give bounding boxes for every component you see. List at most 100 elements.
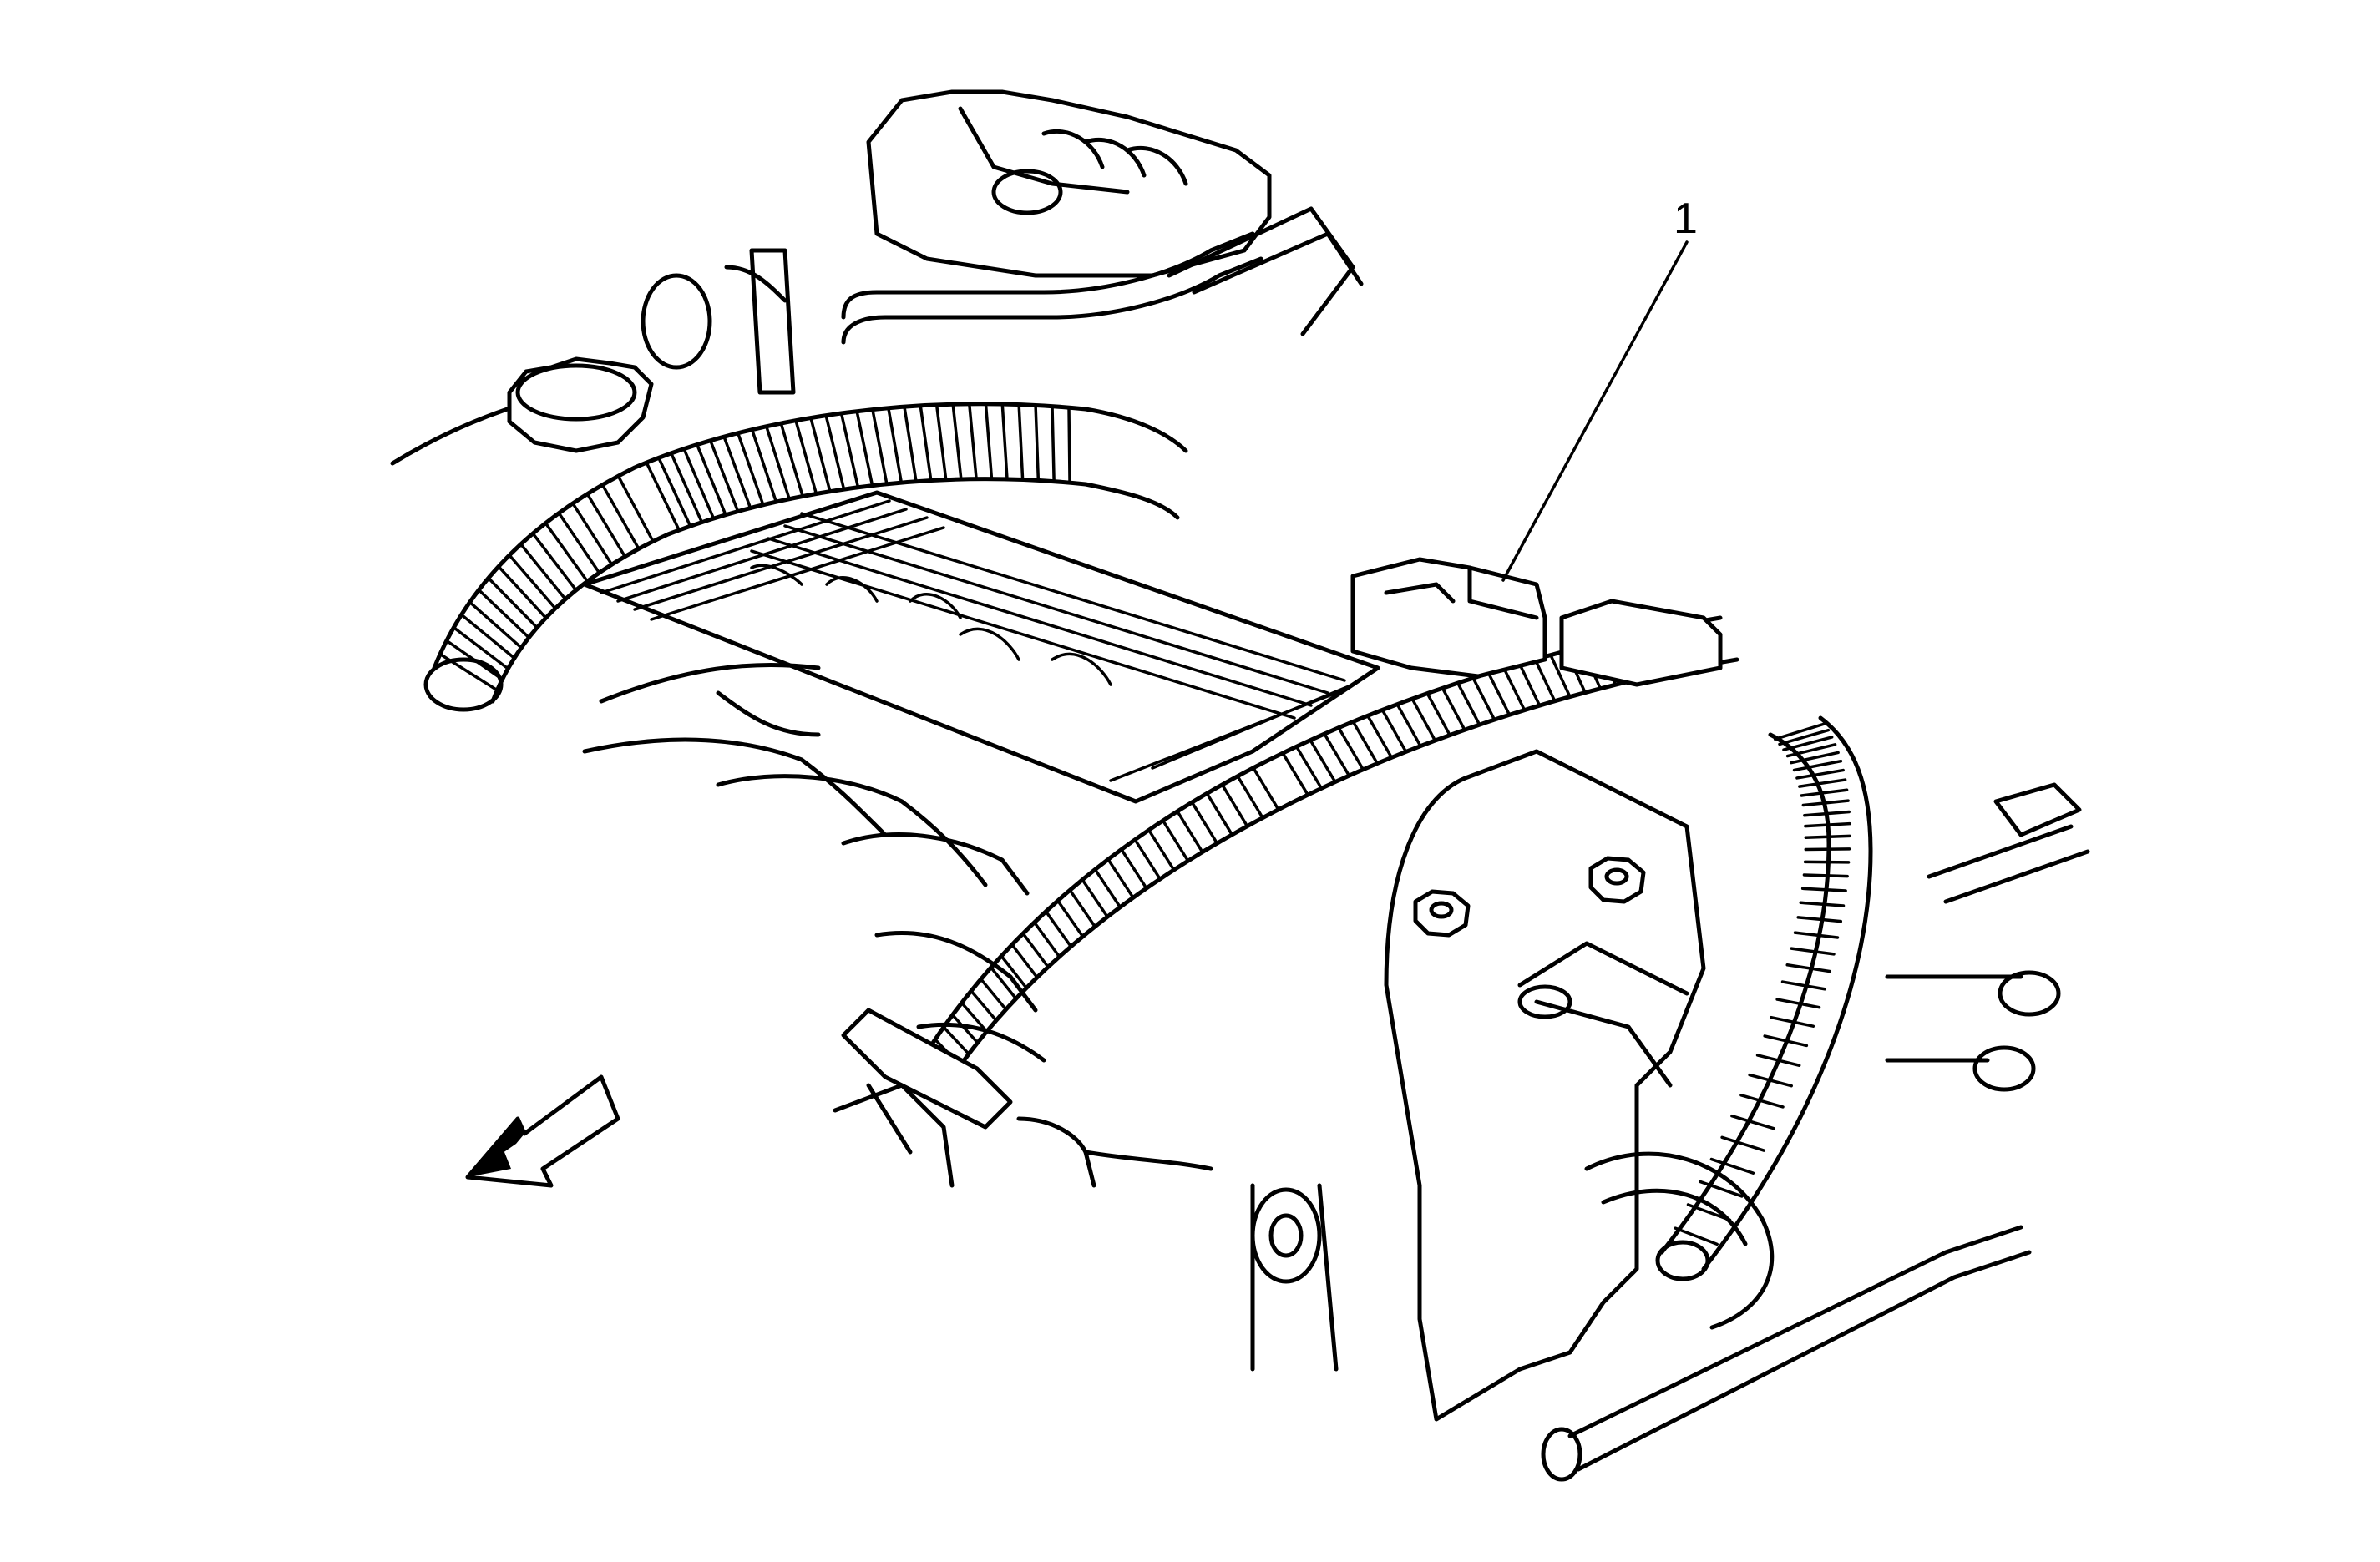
conduit-rib bbox=[1804, 821, 1851, 828]
conduit-rib bbox=[984, 402, 994, 481]
forward-arrow-icon bbox=[465, 1074, 620, 1188]
conduit-rib bbox=[1770, 1015, 1815, 1028]
conduit-rib bbox=[1051, 404, 1056, 483]
conduit-rib bbox=[1792, 759, 1843, 772]
conduit-rib bbox=[903, 405, 918, 483]
conduit-rib bbox=[736, 432, 765, 507]
conduit-rib bbox=[1533, 658, 1557, 703]
conduit-rib bbox=[497, 564, 548, 619]
conduit-rib bbox=[979, 978, 1008, 1011]
conduit-rib bbox=[1790, 947, 1836, 956]
fuel-rail-cover bbox=[582, 490, 1380, 804]
conduit-rib bbox=[1000, 402, 1009, 481]
conduit-ribs-right bbox=[934, 619, 1724, 1067]
conduit-rib bbox=[508, 554, 557, 610]
conduit-rib bbox=[951, 402, 963, 481]
conduit-rib bbox=[1775, 998, 1821, 1009]
conduit-rib bbox=[1067, 406, 1071, 484]
conduit-rib bbox=[682, 447, 716, 520]
conduit-rib bbox=[1021, 932, 1050, 969]
conduit-rib bbox=[1778, 728, 1831, 746]
conduit-rib bbox=[887, 406, 904, 484]
conduit-rib bbox=[1802, 873, 1849, 878]
conduit-rib bbox=[1763, 1034, 1809, 1048]
conduit-rib bbox=[855, 409, 874, 488]
conduit-rib bbox=[1000, 954, 1028, 990]
conduit-rib bbox=[1133, 838, 1162, 881]
conduit-rib bbox=[1068, 888, 1096, 928]
conduit-rib bbox=[1790, 751, 1840, 765]
conduit-rib bbox=[1032, 921, 1061, 958]
conduit-ribs-left bbox=[438, 402, 1071, 692]
oil-filler-cap bbox=[507, 356, 654, 453]
conduit-rib bbox=[960, 1001, 989, 1034]
conduit-rib bbox=[1780, 980, 1826, 991]
conduit-rib bbox=[1796, 916, 1843, 923]
conduit-rib bbox=[750, 427, 778, 503]
conduit-rib bbox=[1730, 1114, 1775, 1130]
conduit-rib bbox=[871, 407, 889, 486]
conduit-rib bbox=[1674, 1226, 1719, 1246]
conduit-rib bbox=[1366, 714, 1394, 760]
conduit-rib bbox=[1799, 901, 1846, 907]
conduit-rib bbox=[519, 543, 567, 601]
conduit-rib bbox=[695, 442, 727, 517]
conduit-rib bbox=[970, 989, 998, 1023]
conduit-rib bbox=[477, 588, 531, 639]
connector-component-1 bbox=[1350, 557, 1547, 679]
conduit-rib bbox=[1147, 828, 1176, 872]
conduit-rib bbox=[1161, 819, 1190, 862]
conduit-rib bbox=[544, 521, 590, 584]
conduit-rib bbox=[1017, 402, 1025, 482]
conduit-rib bbox=[1056, 899, 1085, 938]
conduit-rib bbox=[1309, 738, 1337, 784]
connectors-right bbox=[1541, 599, 2090, 1482]
callout-label-1: 1 bbox=[1674, 195, 1698, 243]
conduit-rib bbox=[1351, 720, 1380, 766]
conduit-ribs-vertical bbox=[1674, 722, 1851, 1246]
conduit-rib bbox=[1410, 697, 1437, 742]
conduit-rib bbox=[1425, 691, 1451, 737]
bolt-right bbox=[1588, 856, 1646, 904]
conduit-rib bbox=[1720, 1135, 1765, 1152]
conduit-rib bbox=[1748, 1073, 1793, 1088]
conduit-rib bbox=[779, 422, 804, 498]
conduit-rib bbox=[571, 502, 614, 566]
conduit-rib bbox=[1252, 766, 1280, 811]
conduit-rib bbox=[1010, 943, 1039, 979]
coolant-pipe-upper bbox=[841, 206, 1364, 345]
conduit-rib bbox=[989, 966, 1018, 1000]
conduit-rib bbox=[1798, 778, 1847, 788]
conduit-rib bbox=[1120, 847, 1148, 890]
conduit-rib bbox=[1176, 810, 1204, 854]
conduit-rib bbox=[1800, 887, 1847, 892]
conduit-rib bbox=[1471, 676, 1496, 721]
conduit-rib bbox=[765, 424, 791, 501]
conduit-rib bbox=[1549, 653, 1572, 699]
conduit-rib bbox=[1739, 1094, 1785, 1109]
conduit-rib bbox=[1081, 878, 1109, 919]
conduit-rib bbox=[1106, 857, 1135, 900]
conduit-rib bbox=[708, 439, 740, 513]
conduit-rib bbox=[1804, 834, 1851, 839]
conduit-rib bbox=[585, 492, 627, 559]
conduit-rib bbox=[1699, 1180, 1744, 1198]
conduit-rib bbox=[452, 625, 510, 670]
conduit-rib bbox=[1323, 732, 1351, 777]
conduit-rib bbox=[445, 639, 504, 681]
callout-1-leader-line bbox=[1501, 240, 1689, 582]
bolt-left bbox=[1413, 889, 1471, 938]
conduit-rib bbox=[1236, 774, 1264, 820]
conduit-rib bbox=[1220, 783, 1249, 828]
wiring-harness-branch-vertical bbox=[1655, 715, 1873, 1281]
conduit-rib bbox=[1395, 702, 1422, 748]
conduit-rib bbox=[1281, 751, 1309, 796]
conduit-rib bbox=[919, 404, 933, 483]
conduit-rib bbox=[557, 511, 601, 574]
conduit-rib bbox=[968, 402, 978, 481]
conduit-rib bbox=[1804, 847, 1851, 852]
conduit-rib bbox=[645, 461, 681, 532]
conduit-rib bbox=[1190, 801, 1219, 845]
